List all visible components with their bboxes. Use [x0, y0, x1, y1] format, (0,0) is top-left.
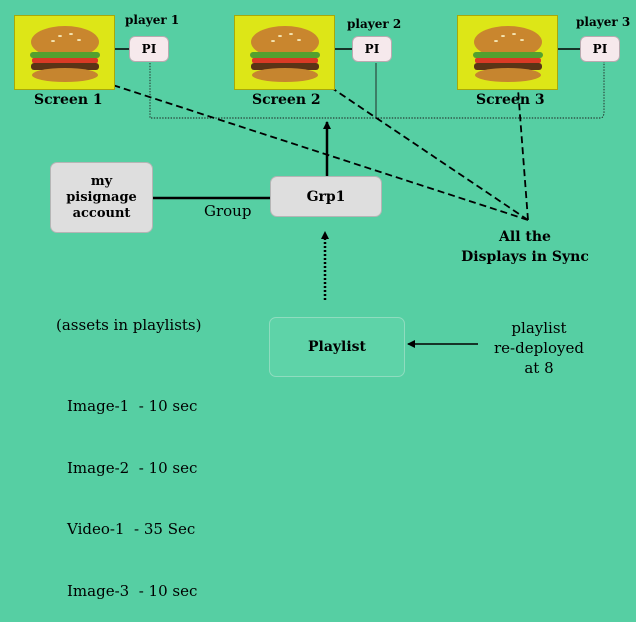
pi-device-2: PI: [352, 36, 392, 62]
sync-note-line2: Displays in Sync: [461, 249, 589, 265]
assets-heading: (assets in playlists): [56, 316, 202, 334]
sync-note: All the Displays in Sync: [449, 227, 601, 267]
asset-item: Image-1 - 10 sec: [67, 397, 198, 415]
playlist-box: Playlist: [269, 317, 405, 377]
group-link-label: Group: [204, 202, 252, 220]
pi-device-1: PI: [129, 36, 169, 62]
burger-icon: [30, 26, 100, 82]
redeploy-note: playlist re-deployed at 8: [478, 318, 600, 378]
player-1-label: player 1: [125, 13, 180, 27]
burger-icon: [250, 26, 320, 82]
pi-device-3: PI: [580, 36, 620, 62]
playlist-label: Playlist: [307, 339, 367, 355]
account-label: my pisignage account: [66, 173, 137, 221]
asset-item: Image-3 - 10 sec: [67, 581, 198, 600]
screen-3-display: [457, 15, 558, 90]
player-2-label: player 2: [347, 17, 402, 31]
screen-1-display: [14, 15, 115, 90]
redeploy-note-line2: re-deployed: [494, 339, 584, 357]
screen-2-display: [234, 15, 335, 90]
group-box-label: Grp1: [306, 188, 346, 205]
screen-3-label: Screen 3: [476, 92, 545, 108]
asset-item: Image-2 - 10 sec: [67, 458, 198, 477]
sync-note-line1: All the: [499, 229, 551, 245]
account-box: my pisignage account: [50, 162, 153, 233]
screen-2-label: Screen 2: [252, 92, 321, 108]
redeploy-note-line3: at 8: [524, 359, 554, 377]
assets-list: Image-1 - 10 sec Image-2 - 10 sec Video-…: [67, 355, 197, 622]
screen-1-label: Screen 1: [34, 92, 103, 108]
group-box: Grp1: [270, 176, 382, 217]
burger-icon: [473, 26, 543, 82]
redeploy-note-line1: playlist: [511, 319, 567, 337]
asset-item: Video-1 - 35 Sec: [67, 520, 196, 538]
player-3-label: player 3: [576, 15, 631, 29]
